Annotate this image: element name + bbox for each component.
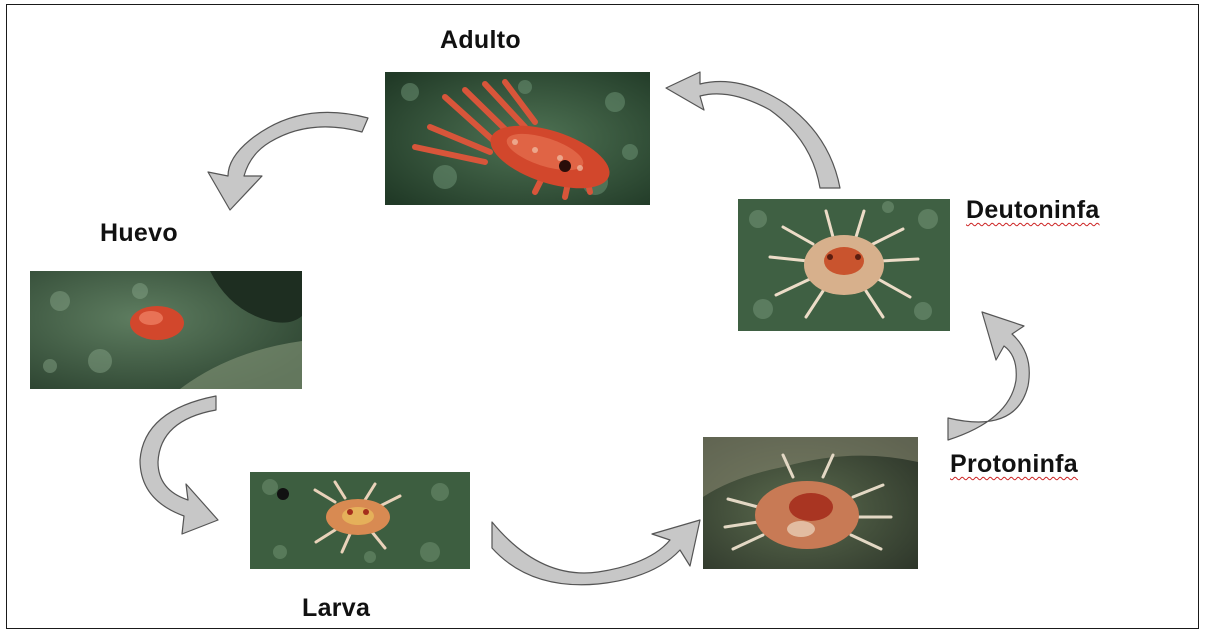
arrow-egg-to-larva	[140, 396, 218, 534]
arrow-larva-to-protonymph	[492, 520, 700, 585]
arrow-adult-to-egg	[208, 112, 368, 210]
arrow-protonymph-to-deutonymph	[948, 312, 1029, 440]
arrow-deutonymph-to-adult	[666, 72, 840, 188]
